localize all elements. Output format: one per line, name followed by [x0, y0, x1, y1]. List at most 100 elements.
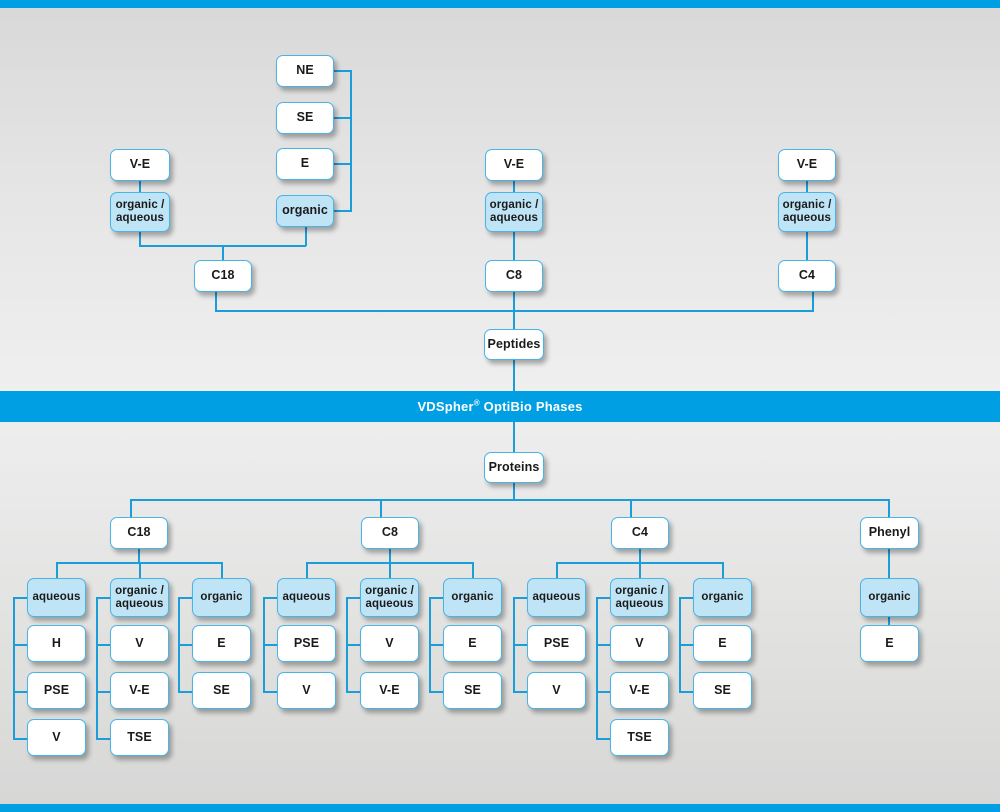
proteins-c8-mode-aqueous-node[interactable]: aqueous	[277, 578, 336, 617]
connector-c18-aqueous-stub-head	[13, 597, 28, 599]
peptides-root-node[interactable]: Peptides	[484, 329, 544, 360]
connector-c18-aqueous-stub-2	[13, 691, 28, 693]
proteins-c8-aqueous-item-2[interactable]: V	[277, 672, 336, 709]
proteins-c18-organic-aqueous-item-2[interactable]: V-E	[110, 672, 169, 709]
connector-c8-bus-to-orgaq	[389, 562, 391, 579]
peptides-phase-c4-node[interactable]: C4	[778, 260, 836, 292]
proteins-c18-organic-item-2[interactable]: SE	[192, 672, 251, 709]
peptides-c4-ve-node[interactable]: V-E	[778, 149, 836, 181]
proteins-c4-organic-aqueous-item-3[interactable]: TSE	[610, 719, 669, 756]
connector-peptides-c18-organic-stub-organic	[334, 210, 352, 212]
peptides-c18-organic-item-ne[interactable]: NE	[276, 55, 334, 87]
connector-c8-organic-stub-head	[429, 597, 444, 599]
connector-peptides-c4-mode-to-phase	[806, 232, 808, 260]
peptides-c18-ve-node[interactable]: V-E	[110, 149, 170, 181]
proteins-c4-mode-organic-aqueous-node[interactable]: organic / aqueous	[610, 578, 669, 617]
connector-c4-aqueous-stub-2	[513, 691, 528, 693]
peptides-c8-organic-aqueous-node[interactable]: organic / aqueous	[485, 192, 543, 232]
connector-peptides-c4-ve-to-mode	[806, 181, 808, 192]
peptides-c18-organic-item-e[interactable]: E	[276, 148, 334, 180]
connector-proteins-bus-to-c4	[630, 499, 632, 518]
mode-label-line2: aqueous	[783, 212, 831, 224]
peptides-phase-c18-node[interactable]: C18	[194, 260, 252, 292]
proteins-c4-aqueous-item-1[interactable]: PSE	[527, 625, 586, 662]
peptides-c18-organic-item-se[interactable]: SE	[276, 102, 334, 134]
connector-proteins-bus	[130, 499, 889, 501]
connector-c8-aqueous-stub-1	[263, 644, 278, 646]
connector-c4-orgaq-stub-head	[596, 597, 611, 599]
proteins-c4-mode-aqueous-node[interactable]: aqueous	[527, 578, 586, 617]
connector-c8-orgaq-stub-head	[346, 597, 361, 599]
connector-c4-phase-down	[639, 549, 641, 563]
proteins-phenyl-organic-item-1[interactable]: E	[860, 625, 919, 662]
top-accent-bar	[0, 0, 1000, 8]
connector-c4-bus-to-aqueous	[556, 562, 558, 579]
bottom-accent-bar	[0, 804, 1000, 812]
peptides-c18-organic-aqueous-node[interactable]: organic / aqueous	[110, 192, 170, 232]
connector-peptides-c18-merge-down	[222, 245, 224, 261]
proteins-c8-organic-item-1[interactable]: E	[443, 625, 502, 662]
connector-peptides-c18-organic-stub-e	[334, 163, 352, 165]
connector-c4-orgaq-spine	[596, 597, 598, 739]
proteins-c8-organic-item-2[interactable]: SE	[443, 672, 502, 709]
proteins-c4-mode-organic-node[interactable]: organic	[693, 578, 752, 617]
connector-peptides-root-to-banner	[513, 360, 515, 392]
proteins-c4-aqueous-item-2[interactable]: V	[527, 672, 586, 709]
proteins-c8-organic-aqueous-item-2[interactable]: V-E	[360, 672, 419, 709]
proteins-c8-aqueous-item-1[interactable]: PSE	[277, 625, 336, 662]
connector-c18-orgaq-stub-2	[96, 691, 111, 693]
mode-label-line1: organic /	[615, 584, 664, 597]
proteins-c18-aqueous-item-1[interactable]: H	[27, 625, 86, 662]
connector-peptides-c8-ve-to-mode	[513, 181, 515, 192]
proteins-phase-c8-node[interactable]: C8	[361, 517, 419, 549]
proteins-c4-organic-item-1[interactable]: E	[693, 625, 752, 662]
peptides-phase-c8-node[interactable]: C8	[485, 260, 543, 292]
proteins-c8-mode-organic-node[interactable]: organic	[443, 578, 502, 617]
proteins-phenyl-mode-organic-node[interactable]: organic	[860, 578, 919, 617]
connector-peptides-c18-organic-spine	[350, 70, 352, 211]
proteins-c18-aqueous-item-2[interactable]: PSE	[27, 672, 86, 709]
peptides-c8-ve-node[interactable]: V-E	[485, 149, 543, 181]
connector-peptides-c18-organic-stub-se	[334, 117, 352, 119]
connector-c18-bus-to-orgaq	[139, 562, 141, 579]
connector-proteins-bus-to-c8	[380, 499, 382, 518]
proteins-c4-organic-aqueous-item-1[interactable]: V	[610, 625, 669, 662]
connector-phenyl-organic-to-item	[888, 617, 890, 625]
connector-c4-orgaq-stub-1	[596, 644, 611, 646]
connector-peptides-c18-organic-stub-ne	[334, 70, 352, 72]
peptides-c4-organic-aqueous-node[interactable]: organic / aqueous	[778, 192, 836, 232]
connector-c18-bus-to-aqueous	[56, 562, 58, 579]
proteins-phase-c4-node[interactable]: C4	[611, 517, 669, 549]
proteins-root-node[interactable]: Proteins	[484, 452, 544, 483]
proteins-phase-phenyl-node[interactable]: Phenyl	[860, 517, 919, 549]
connector-c4-organic-stub-1	[679, 644, 694, 646]
proteins-c18-mode-aqueous-node[interactable]: aqueous	[27, 578, 86, 617]
peptides-c18-organic-node[interactable]: organic	[276, 195, 334, 227]
connector-c18-aqueous-stub-1	[13, 644, 28, 646]
connector-c18-orgaq-stub-3	[96, 738, 111, 740]
connector-c8-organic-stub-1	[429, 644, 444, 646]
proteins-c8-mode-organic-aqueous-node[interactable]: organic / aqueous	[360, 578, 419, 617]
connector-c18-orgaq-spine	[96, 597, 98, 739]
connector-c8-bus-to-aqueous	[306, 562, 308, 579]
proteins-c8-organic-aqueous-item-1[interactable]: V	[360, 625, 419, 662]
proteins-c18-organic-item-1[interactable]: E	[192, 625, 251, 662]
connector-c4-aqueous-stub-1	[513, 644, 528, 646]
connector-peptides-c8-mode-to-phase	[513, 232, 515, 260]
mode-label-line1: organic /	[115, 199, 165, 212]
proteins-phase-c18-node[interactable]: C18	[110, 517, 168, 549]
connector-peptides-c18-to-bus	[215, 292, 217, 311]
connector-c4-organic-stub-head	[679, 597, 694, 599]
connector-peptides-c18-ve-to-mode	[139, 181, 141, 192]
proteins-c18-aqueous-item-3[interactable]: V	[27, 719, 86, 756]
mode-label-line1: organic /	[115, 584, 164, 597]
connector-peptides-c18-organic-down	[305, 227, 307, 246]
proteins-c18-organic-aqueous-item-1[interactable]: V	[110, 625, 169, 662]
proteins-c18-mode-organic-node[interactable]: organic	[192, 578, 251, 617]
proteins-c18-mode-organic-aqueous-node[interactable]: organic / aqueous	[110, 578, 169, 617]
proteins-c18-organic-aqueous-item-3[interactable]: TSE	[110, 719, 169, 756]
connector-c18-orgaq-stub-1	[96, 644, 111, 646]
proteins-c4-organic-aqueous-item-2[interactable]: V-E	[610, 672, 669, 709]
proteins-c4-organic-item-2[interactable]: SE	[693, 672, 752, 709]
